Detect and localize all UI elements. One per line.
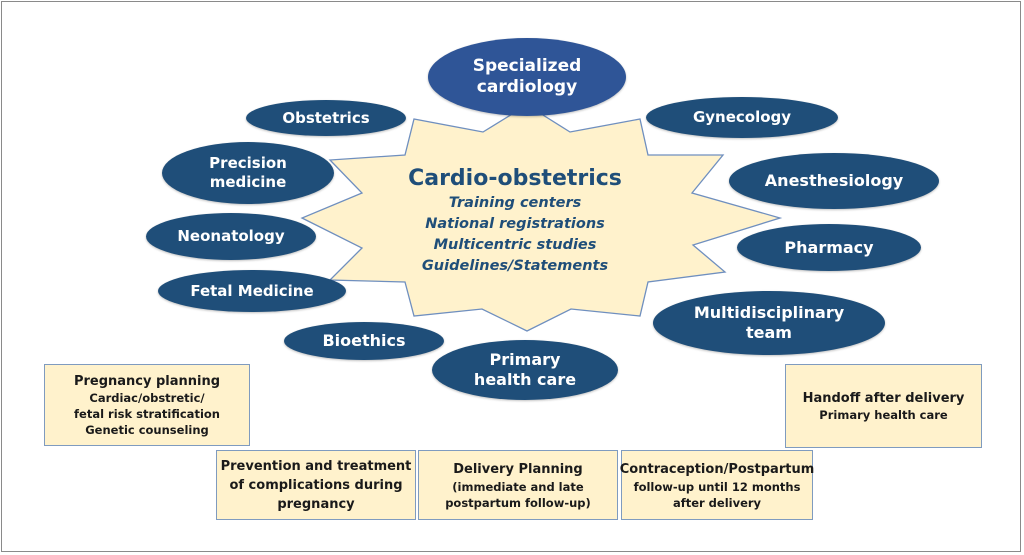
label: health care (473, 370, 577, 389)
box-line: (immediate and late (452, 479, 584, 494)
ellipse-gynecology: Gynecology (646, 97, 838, 138)
ellipse-bioethics: Bioethics (284, 322, 444, 360)
box-line: pregnancy (277, 496, 355, 512)
center-line: Guidelines/Statements (421, 258, 609, 274)
box-line: fetal risk stratification (74, 406, 220, 421)
box-title: Delivery Planning (453, 461, 583, 477)
box-line: Genetic counseling (85, 422, 209, 437)
label: Precision (209, 154, 287, 173)
ellipse-obstetrics: Obstetrics (246, 100, 406, 136)
box-line: follow-up until 12 months (633, 479, 801, 494)
label: Gynecology (692, 108, 792, 127)
center-line: National registrations (425, 216, 605, 232)
label: Neonatology (177, 227, 285, 246)
box-prevention-treatment: Prevention and treatment of complication… (216, 450, 416, 520)
box-line: of complications during (229, 477, 403, 493)
box-delivery-planning: Delivery Planning (immediate and late po… (418, 450, 618, 520)
ellipse-fetal-medicine: Fetal Medicine (158, 270, 346, 312)
center-title: Cardio-obstetrics (408, 166, 622, 191)
label: medicine (209, 173, 287, 191)
label: team (746, 323, 792, 342)
box-line: after delivery (672, 495, 762, 510)
label: Anesthesiology (764, 171, 904, 190)
box-pregnancy-planning: Pregnancy planning Cardiac/obstretic/ fe… (44, 364, 250, 446)
box-line: Cardiac/obstretic/ (89, 390, 205, 405)
label: Multidisciplinary (693, 303, 845, 322)
center-line: Training centers (448, 195, 582, 211)
label: Primary (489, 350, 561, 369)
label: Bioethics (322, 331, 406, 350)
ellipse-neonatology: Neonatology (146, 213, 316, 260)
box-line: Prevention and treatment (220, 458, 412, 474)
label: Obstetrics (282, 108, 370, 127)
box-title: Pregnancy planning (73, 373, 221, 389)
box-handoff-after-delivery: Handoff after delivery Primary health ca… (785, 364, 982, 448)
center-line: Multicentric studies (433, 237, 597, 253)
ellipse-anesthesiology: Anesthesiology (729, 153, 939, 209)
label: cardiology (476, 77, 578, 97)
box-contraception-postpartum: Contraception/Postpartum follow-up until… (619, 450, 815, 520)
center-content: Cardio-obstetrics Training centers Natio… (360, 166, 670, 277)
label: Pharmacy (784, 237, 874, 257)
star-polygon (300, 104, 783, 332)
label: Specialized (472, 55, 582, 76)
box-line: Primary health care (819, 407, 948, 422)
box-line: postpartum follow-up) (445, 495, 591, 510)
label: Fetal Medicine (190, 281, 314, 300)
ellipse-pharmacy: Pharmacy (737, 224, 921, 271)
box-title: Handoff after delivery (802, 390, 965, 406)
box-title: Contraception/Postpartum (619, 461, 815, 477)
